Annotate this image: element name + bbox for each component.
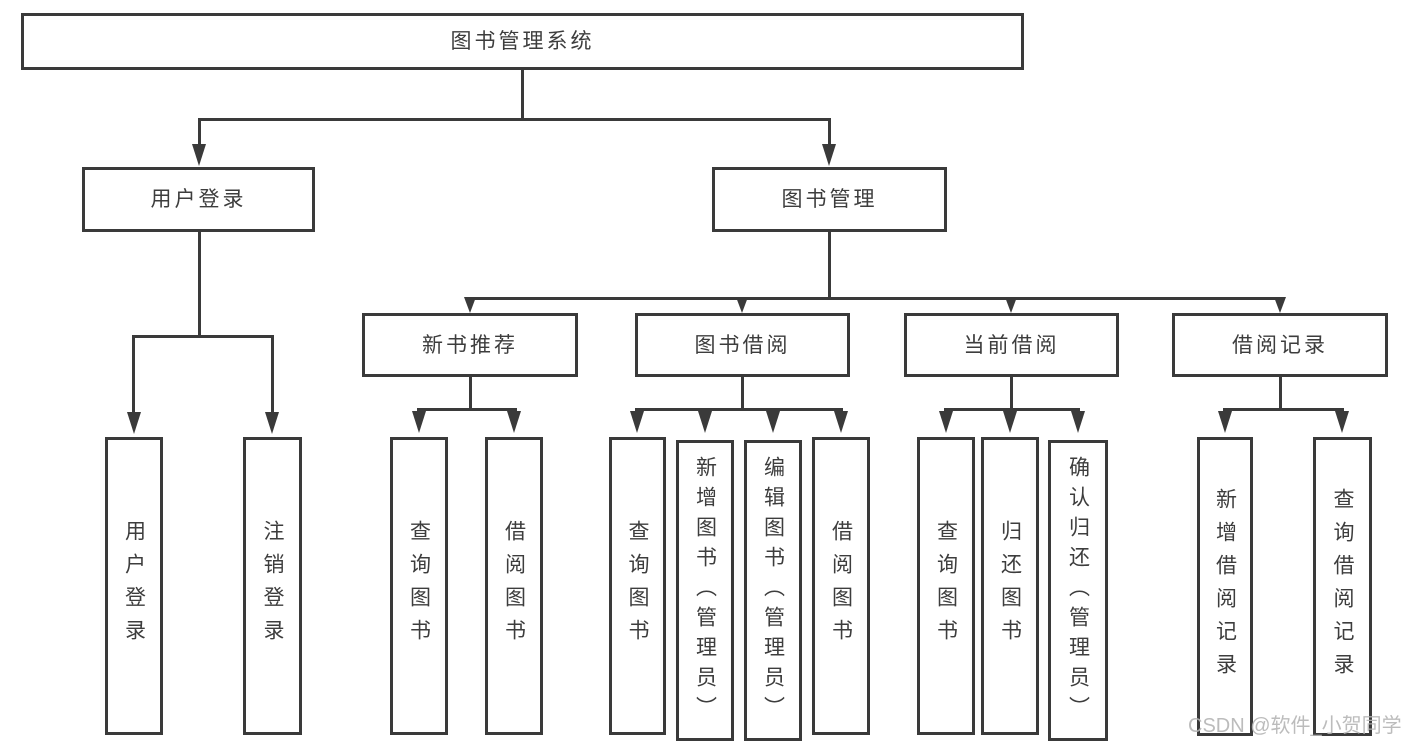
arrow-down-icon xyxy=(464,297,476,313)
node-book-management: 图书管理 xyxy=(712,167,947,232)
watermark: CSDN @软件_小贺同学 xyxy=(1188,715,1402,737)
connector-line xyxy=(1223,408,1344,411)
arrow-down-icon xyxy=(1071,411,1085,433)
connector-line xyxy=(198,232,201,338)
arrow-down-icon xyxy=(630,411,644,433)
connector-line xyxy=(1010,377,1013,411)
leaf-confirm-return-admin: 确认归还（管理员） xyxy=(1048,440,1108,741)
connector-line xyxy=(828,118,831,148)
arrow-down-icon xyxy=(192,144,206,166)
leaf-borrow-books-recommend: 借阅图书 xyxy=(485,437,543,735)
arrow-down-icon xyxy=(1003,411,1017,433)
leaf-logout-login: 注销登录 xyxy=(243,437,302,735)
leaf-add-borrow-record: 新增借阅记录 xyxy=(1197,437,1253,736)
connector-line xyxy=(132,335,274,338)
connector-line xyxy=(132,335,135,415)
connector-line xyxy=(198,118,201,148)
node-book-borrowing: 图书借阅 xyxy=(635,313,850,377)
arrow-down-icon xyxy=(1218,411,1232,433)
leaf-return-books: 归还图书 xyxy=(981,437,1039,735)
arrow-down-icon xyxy=(736,297,748,313)
arrow-down-icon xyxy=(698,411,712,433)
connector-line xyxy=(828,232,831,297)
arrow-down-icon xyxy=(1335,411,1349,433)
arrow-down-icon xyxy=(822,144,836,166)
connector-line xyxy=(521,70,524,118)
leaf-edit-books-admin: 编辑图书（管理员） xyxy=(744,440,802,741)
arrow-down-icon xyxy=(766,411,780,433)
leaf-add-books-admin: 新增图书（管理员） xyxy=(676,440,734,741)
leaf-query-books-current: 查询图书 xyxy=(917,437,975,735)
node-library-management-system: 图书管理系统 xyxy=(21,13,1024,70)
node-user-login: 用户登录 xyxy=(82,167,315,232)
connector-line xyxy=(635,408,843,411)
connector-line xyxy=(1279,377,1282,411)
arrow-down-icon xyxy=(412,411,426,433)
leaf-query-borrow-record: 查询借阅记录 xyxy=(1313,437,1372,736)
arrow-down-icon xyxy=(939,411,953,433)
node-borrowing-records: 借阅记录 xyxy=(1172,313,1388,377)
leaf-query-books-borrowing: 查询图书 xyxy=(609,437,666,735)
connector-line xyxy=(469,377,472,411)
node-current-borrowing: 当前借阅 xyxy=(904,313,1119,377)
connector-line xyxy=(417,408,517,411)
connector-line xyxy=(741,377,744,411)
node-new-book-recommend: 新书推荐 xyxy=(362,313,578,377)
arrow-down-icon xyxy=(834,411,848,433)
arrow-down-icon xyxy=(265,412,279,434)
leaf-query-books-recommend: 查询图书 xyxy=(390,437,448,735)
connector-line xyxy=(468,297,1284,300)
arrow-down-icon xyxy=(127,412,141,434)
leaf-borrow-books-borrowing: 借阅图书 xyxy=(812,437,870,735)
leaf-user-login: 用户登录 xyxy=(105,437,163,735)
arrow-down-icon xyxy=(1005,297,1017,313)
arrow-down-icon xyxy=(507,411,521,433)
arrow-down-icon xyxy=(1274,297,1286,313)
connector-line xyxy=(198,118,831,121)
connector-line xyxy=(271,335,274,415)
connector-line xyxy=(944,408,1080,411)
